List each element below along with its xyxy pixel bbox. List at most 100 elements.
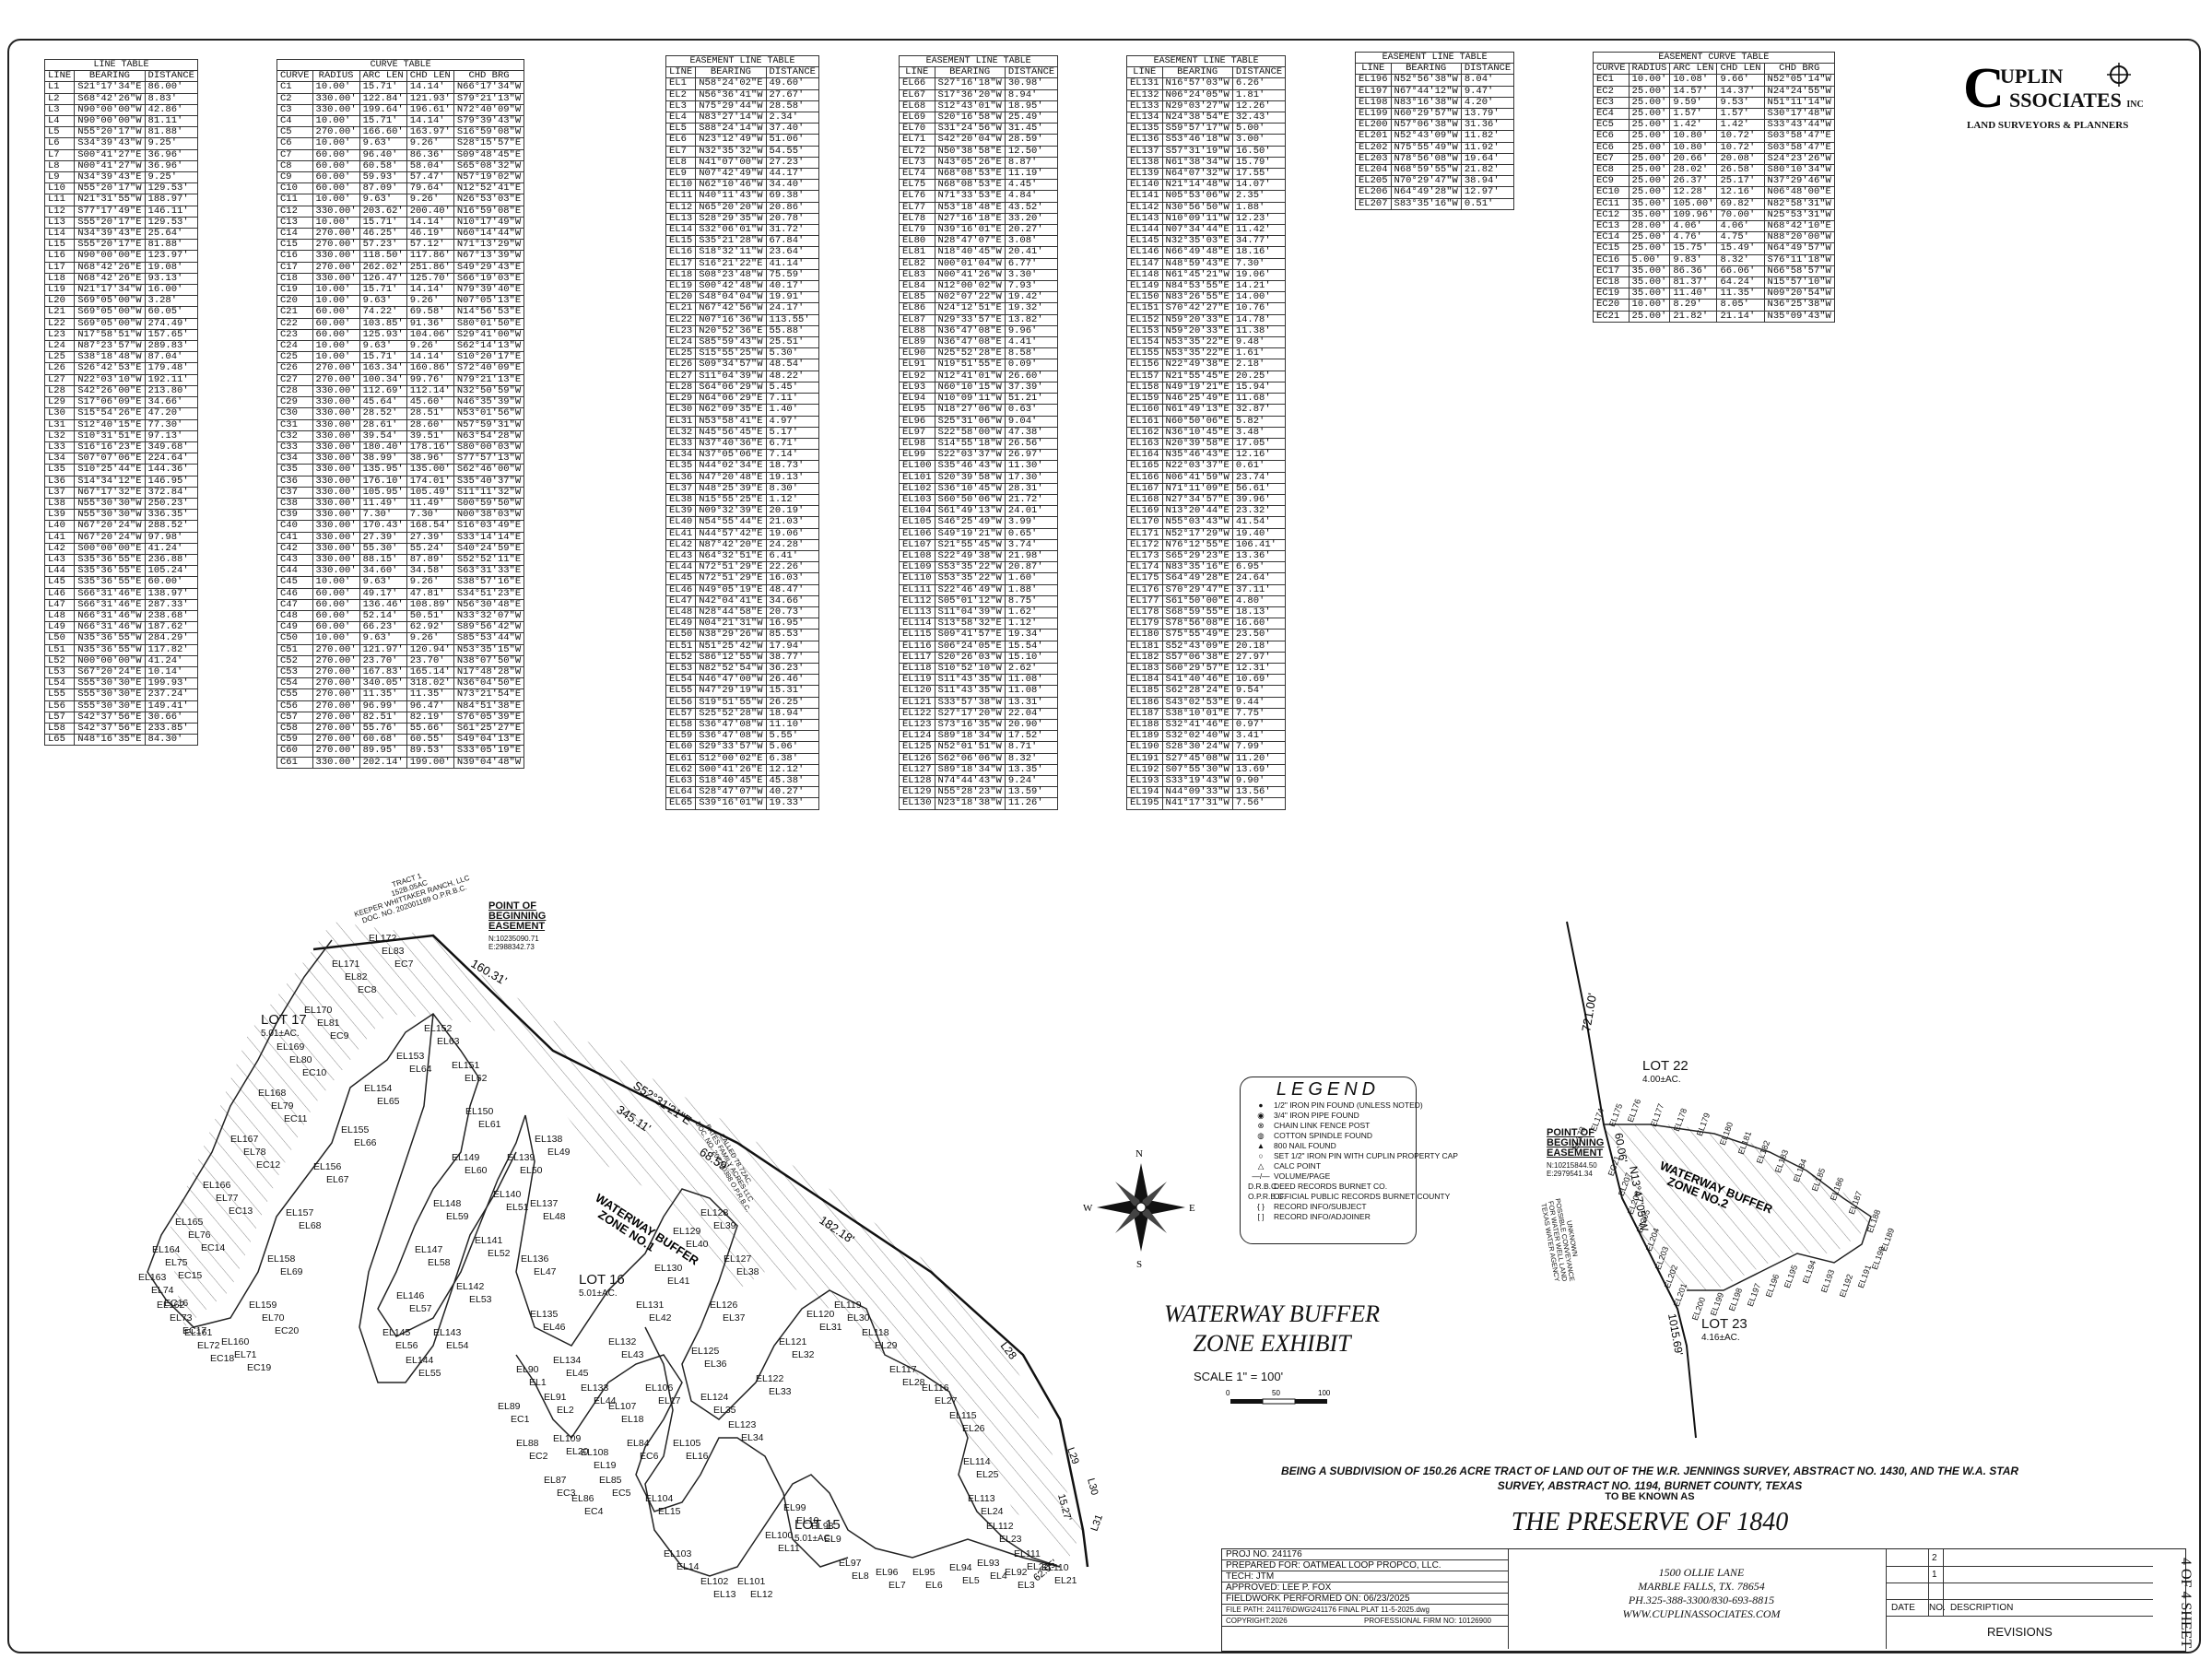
easement-segment-label: EL64 [409, 1064, 432, 1075]
table-cell: N68°42'26"E [74, 272, 146, 286]
table-cell: L28 [43, 384, 76, 398]
compass-w: W [1083, 1203, 1093, 1214]
easement-segment-label: EL6 [925, 1580, 943, 1591]
easement-segment-label: EL66 [354, 1137, 377, 1148]
easement-segment-label: EL50 [520, 1165, 543, 1176]
table-cell: EL49 [665, 618, 697, 630]
table-cell: 19.91' [765, 291, 819, 304]
easement-segment-label: EL63 [437, 1036, 460, 1047]
table-cell: 288.52' [144, 520, 198, 533]
table-cell: 48.54' [765, 359, 819, 371]
table-cell: N17°58'51"W [74, 328, 146, 342]
table-cell: 123.97' [144, 250, 198, 263]
easement-segment-label: EL3 [1018, 1580, 1035, 1591]
easement-segment-label: EL46 [543, 1322, 566, 1333]
table-cell: C11 [276, 194, 313, 206]
table-cell: C53 [276, 665, 313, 679]
table-cell: 31.45' [1004, 123, 1059, 135]
table-cell: 5.30' [765, 347, 819, 360]
table-cell: EL43 [665, 549, 697, 563]
table-cell: 7.11' [765, 393, 819, 406]
easement-segment-label: EL4 [990, 1571, 1007, 1582]
table-cell: L56 [43, 700, 76, 712]
easement-segment-label: EL53 [469, 1294, 492, 1305]
table-cell: C25 [276, 351, 313, 364]
table-cell: 349.68' [144, 441, 198, 454]
table-title: LINE TABLE [44, 58, 198, 72]
legend-symbol-icon: { } [1256, 1202, 1265, 1211]
easement-segment-label: EL41 [667, 1276, 690, 1287]
easement-segment-label: EL16 [686, 1451, 709, 1462]
easement-segment-label: EL52 [488, 1248, 511, 1259]
table-cell: N83°27'14"W [695, 112, 767, 124]
table-cell: L54 [43, 677, 76, 690]
easement-segment-label: EC12 [256, 1159, 281, 1171]
easement-segment-label: EL54 [446, 1340, 469, 1351]
table-cell: 9.26' [406, 137, 454, 150]
hatched-buffer-area [171, 922, 1083, 1558]
scale-label: SCALE 1" = 100' [1194, 1370, 1284, 1383]
table-cell: S34°51'23"E [453, 587, 525, 600]
table-cell: S66°31'46"E [74, 598, 146, 611]
table-cell: S18°40'45"E [695, 774, 767, 788]
legend-text: RECORD INFO/ADJOINER [1274, 1212, 1371, 1221]
fieldwork: FIELDWORK PERFORMED ON: 06/23/2025 [1222, 1594, 1508, 1605]
table-cell: L50 [43, 632, 76, 645]
table-cell: 48.47' [765, 583, 819, 596]
easement-segment-label: EL124 [700, 1392, 729, 1403]
legend-item: ▲800 NAIL FOUND [1241, 1141, 1416, 1151]
easement-segment-label: EL133 [581, 1382, 609, 1394]
table-cell: 37.40' [765, 123, 819, 135]
table-cell: 41.24' [144, 542, 198, 555]
easement-segment-label: EL84 [627, 1438, 650, 1449]
table-cell: S29°41'00"W [453, 328, 525, 342]
easement-segment-label: EC11 [284, 1113, 308, 1124]
table-cell: N67°13'39"W [453, 250, 525, 263]
easement-segment-label: EL78 [243, 1147, 266, 1158]
table-cell: EL22 [665, 313, 697, 326]
table-cell: 34.66' [765, 594, 819, 607]
table-cell: L16 [43, 250, 76, 263]
easement-segment-label: EL113 [968, 1493, 995, 1504]
easement-segment-label: EL100 [765, 1530, 794, 1541]
easement-segment-label: EL106 [645, 1382, 674, 1394]
easement-segment-label: EL21 [1054, 1575, 1077, 1586]
easement-segment-label: EC4 [584, 1506, 604, 1517]
column-header: ARC LEN [359, 70, 407, 83]
legend-item: ⊗CHAIN LINK FENCE POST [1241, 1121, 1416, 1131]
table-cell: N53°01'56"W [453, 407, 525, 420]
table-cell: L51 [43, 643, 76, 656]
easement-segment-label: EL92 [1005, 1567, 1028, 1578]
legend-item: [ ]RECORD INFO/ADJOINER [1241, 1212, 1416, 1222]
easement-segment-label: EL156 [313, 1161, 342, 1172]
table-title: CURVE TABLE [276, 58, 525, 72]
table-cell: C33 [276, 441, 313, 454]
table-cell: 27.67' [765, 88, 819, 101]
table-cell: N36°04'50"E [453, 677, 525, 690]
table-cell: EL23 [665, 324, 697, 338]
table-cell: 16.03' [765, 572, 819, 585]
